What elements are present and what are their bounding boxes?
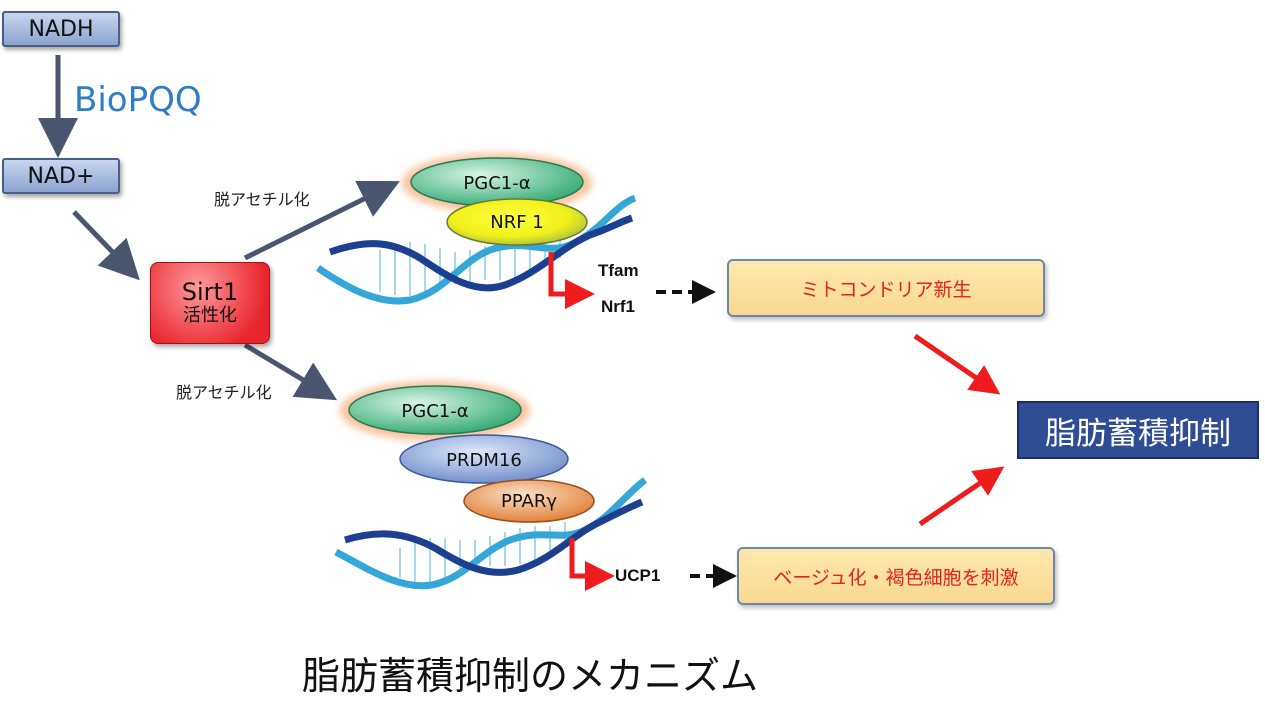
arrow-beige-to-inhibition — [918, 466, 1005, 527]
mito-biogenesis-box: ミトコンドリア新生 — [727, 259, 1045, 317]
sirt1-subtitle: 活性化 — [183, 305, 237, 326]
sirt1-title: Sirt1 — [181, 278, 239, 306]
diagram-caption: 脂肪蓄積抑制のメカニズム — [302, 654, 759, 698]
nrf1-protein — [446, 198, 588, 246]
transcription-arrow-bottom — [569, 538, 615, 591]
pgc1a-bottom — [348, 385, 522, 435]
deacetylation-top-label: 脱アセチル化 — [214, 190, 310, 209]
arrow-nad-to-sirt1 — [72, 210, 140, 281]
nadh-box: NADH — [2, 11, 120, 47]
prdm16-protein — [399, 434, 569, 484]
deacetylation-bottom-label: 脱アセチル化 — [176, 383, 272, 402]
prdm16-label: PRDM16 — [446, 450, 522, 471]
ucp1-gene-label: UCP1 — [615, 566, 661, 585]
pparg-label: PPARγ — [501, 491, 557, 512]
mito-biogenesis-label: ミトコンドリア新生 — [800, 278, 972, 301]
beige-stimulation-box: ベージュ化・褐色細胞を刺激 — [737, 547, 1055, 605]
nrf1-protein-label: NRF 1 — [490, 212, 544, 233]
arrow-mito-to-inhibition — [913, 333, 1001, 395]
nrf1-gene-label: Nrf1 — [601, 297, 636, 316]
dna-helix-bottom — [334, 477, 648, 590]
pparg-protein — [463, 479, 595, 523]
tfam-gene-label: Tfam — [598, 261, 639, 280]
dna-helix-top — [316, 194, 637, 305]
transcription-arrow-top — [548, 252, 595, 309]
nadh-label: NADH — [28, 16, 94, 42]
pgc1a-bottom-label: PGC1-α — [401, 401, 468, 422]
pgc1a-top-label: PGC1-α — [463, 173, 530, 194]
fat-inhibition-label: 脂肪蓄積抑制 — [1045, 415, 1231, 452]
beige-stimulation-label: ベージュ化・褐色細胞を刺激 — [773, 566, 1019, 589]
arrow-sirt1-to-pgc1a-bottom — [243, 342, 338, 401]
fat-inhibition-box: 脂肪蓄積抑制 — [1017, 401, 1259, 459]
nad-plus-box: NAD+ — [2, 158, 120, 194]
nad-plus-label: NAD+ — [27, 163, 95, 189]
sirt1-box: Sirt1 活性化 — [150, 262, 270, 344]
arrow-sirt1-to-pgc1a-top — [243, 180, 400, 261]
biopqq-label: BioPQQ — [74, 80, 202, 120]
